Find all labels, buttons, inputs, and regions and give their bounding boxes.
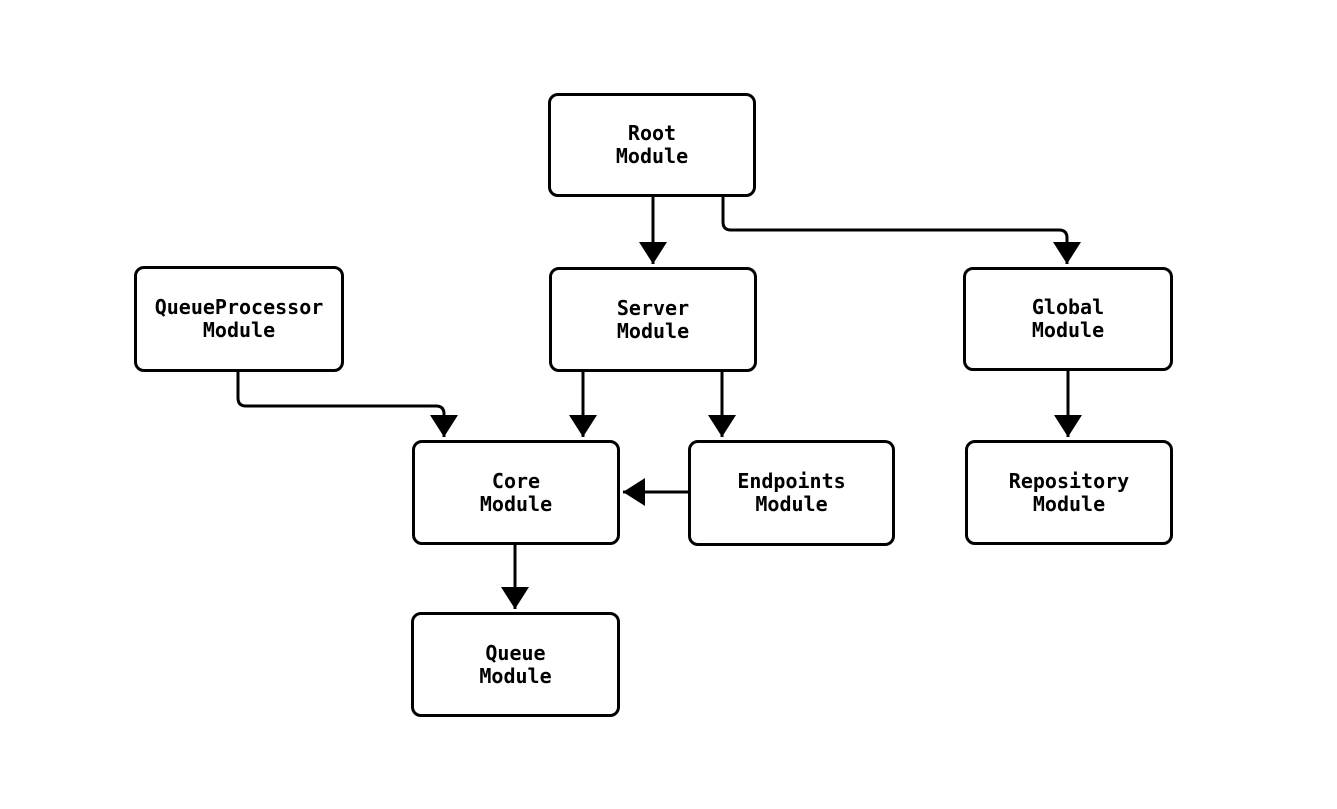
node-core-module-label: Core Module [479,468,553,516]
node-queue-module-label: Queue Module [479,640,552,688]
node-root-module-label: Root Module [615,121,689,168]
node-server-module: Server Module [549,267,757,372]
edge-root-to-global [721,197,1081,264]
node-endpoints-module: Endpoints Module [688,440,895,546]
node-endpoints-module-label: Endpoints Module [737,469,846,516]
node-queueprocessor-module: QueueProcessor Module [134,266,344,372]
node-repository-module-label: Repository Module [1008,468,1130,516]
edge-queueprocessor-to-core [236,372,458,437]
node-global-module: Global Module [963,267,1173,371]
node-queue-module: Queue Module [411,612,620,717]
node-server-module-label: Server Module [616,295,690,343]
node-queueprocessor-module-label: QueueProcessor Module [154,295,324,342]
node-core-module: Core Module [412,440,620,545]
node-global-module-label: Global Module [1031,295,1105,342]
node-repository-module: Repository Module [965,440,1173,545]
node-root-module: Root Module [548,93,756,197]
